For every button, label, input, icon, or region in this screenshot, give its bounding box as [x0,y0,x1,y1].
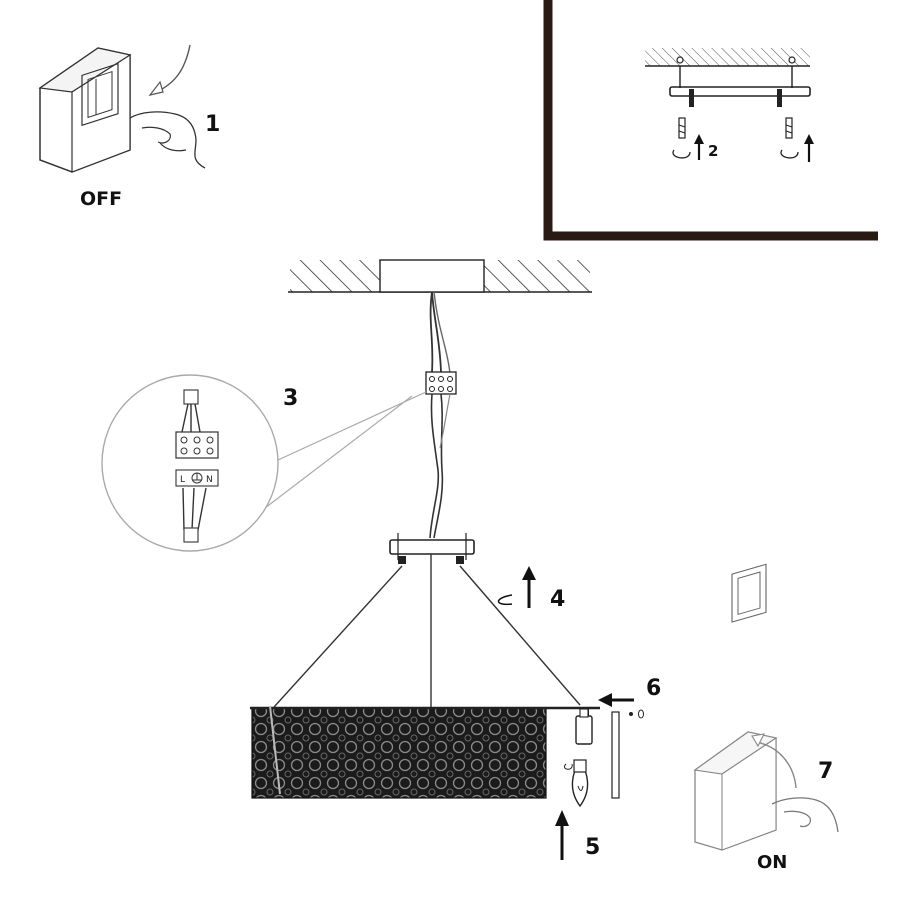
switch-off-label: OFF [80,188,122,210]
hand-icon [771,797,839,833]
mounting-plate [273,533,581,708]
glass-rod [611,709,644,799]
step-4-arrows [497,566,536,608]
screw-icon [672,117,704,160]
ground-icon [191,472,203,484]
terminal-neutral-label: N [206,475,213,485]
bracket-panel [543,0,878,241]
switch-on-label: ON [757,852,787,873]
step-4-number: 4 [550,587,565,612]
step-6-arrow [598,693,634,707]
bulb-socket [575,708,593,745]
wiring-callout [101,374,427,552]
terminal-live-label: L [180,475,185,485]
step-1-number: 1 [205,112,220,137]
bulb-icon [564,759,589,808]
step-5-arrow [555,810,569,860]
screw-icon [780,117,814,162]
step-7-number: 7 [818,759,833,784]
crystal-chandelier-body [250,705,600,799]
hand-icon [129,111,206,169]
step-6-number: 6 [646,676,661,701]
step-5-number: 5 [585,835,600,860]
step-2-number: 2 [708,142,718,160]
switch-on-illustration [693,563,839,851]
ceiling-canopy [288,259,592,375]
switch-off-illustration [38,44,206,173]
step-3-number: 3 [283,386,298,411]
terminal-block [425,371,457,539]
